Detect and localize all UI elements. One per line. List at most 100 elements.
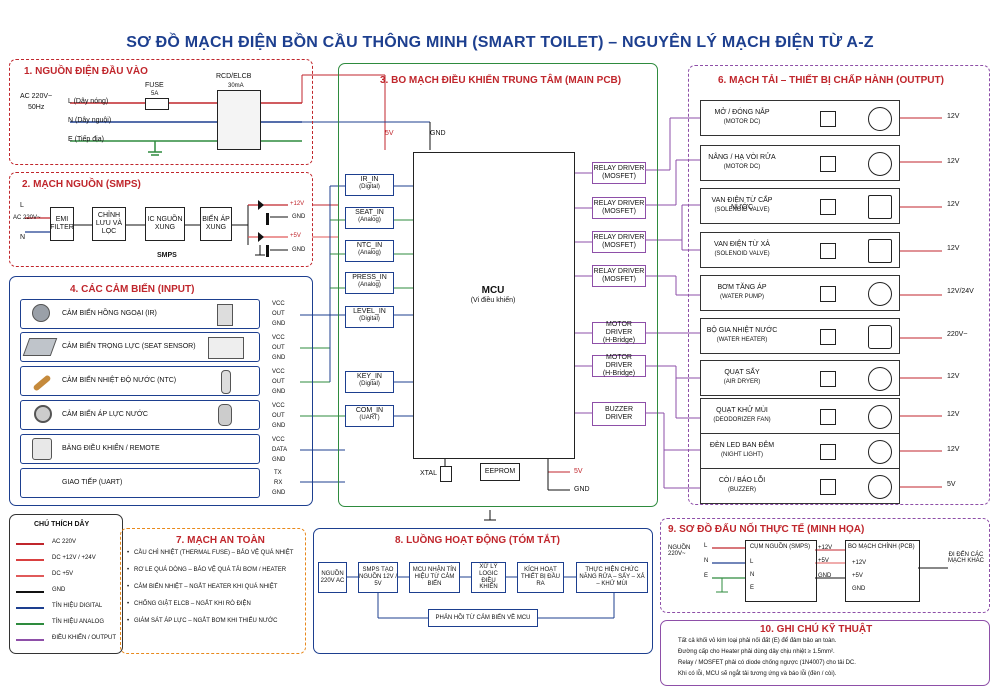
pin-com-in: COM_IN(UART) [345, 405, 394, 427]
output-sub: (MOTOR DC) [723, 164, 761, 170]
output-name: CÒI / BÁO LỖI [718, 477, 766, 484]
output-sub: (WATER PUMP) [720, 294, 764, 300]
safety-item: GIÁM SÁT ÁP LỰC – NGẮT BƠM KHI THIẾU NƯỚ… [134, 618, 278, 624]
legend-swatch [16, 591, 44, 593]
output-voltage: 12V [947, 113, 960, 120]
wiring-pcb-label: BO MẠCH CHÍNH (PCB) [848, 544, 915, 550]
relay-icon [820, 111, 836, 127]
flow-panel [313, 528, 653, 654]
safety-item: RƠ LE QUÁ DÒNG – BẢO VỆ QUÁ TẢI BƠM / HE… [134, 567, 287, 573]
relay-icon [820, 243, 836, 259]
outputs-panel [688, 65, 990, 505]
note-item: Đường cấp cho Heater phải dùng dây chịu … [678, 649, 835, 655]
pcb-title: 3. BO MẠCH ĐIỀU KHIỂN TRUNG TÂM (MAIN PC… [380, 75, 622, 86]
seat-pin-gnd: GND [272, 355, 286, 361]
power-e-label: E (Tiếp địa) [68, 136, 104, 143]
output-voltage: 5V [947, 481, 956, 488]
fan-icon [868, 405, 892, 429]
wiring-title: 9. SƠ ĐỒ ĐẤU NỐI THỰC TẾ (MINH HỌA) [668, 524, 865, 535]
output-voltage: 12V/24V [947, 288, 974, 295]
legend-panel [9, 514, 123, 654]
heater-icon [868, 325, 892, 349]
outputs-title: 6. MẠCH TẢI – THIẾT BỊ CHẤP HÀNH (OUTPUT… [718, 75, 944, 86]
safety-item: CẦU CHÌ NHIỆT (THERMAL FUSE) – BẢO VỆ QU… [134, 550, 294, 556]
output-name: VAN ĐIỆN TỪ XẢ [714, 241, 770, 248]
wiring-smps-e: E [750, 585, 755, 591]
sensor-label-remote: BẢNG ĐIỀU KHIỂN / REMOTE [62, 445, 160, 452]
safety-item: CHỐNG GIẬT ELCB – NGẮT KHI RÒ ĐIỆN [134, 601, 251, 607]
smps-gnd1: GND [292, 214, 306, 220]
legend-label: DC +12V / +24V [52, 555, 96, 561]
legend-label: ĐIỀU KHIỂN / OUTPUT [52, 635, 117, 641]
safety-bullet: • [127, 567, 130, 573]
uart-pin-tx: TX [274, 470, 282, 476]
motor-icon [868, 152, 892, 176]
sensor-row-uart [20, 468, 260, 498]
legend-label: GND [52, 587, 66, 593]
output-voltage: 12V [947, 201, 960, 208]
output-sub: (NIGHT LIGHT) [721, 452, 763, 458]
wiring-smps-gnd: GND [818, 573, 832, 579]
power-n-label: N (Dây nguội) [68, 117, 112, 124]
output-name: ĐÈN LED BAN ĐÊM [709, 442, 775, 449]
legend-swatch [16, 575, 44, 577]
power-ac-label: AC 220V~ [20, 93, 53, 100]
output-voltage: 12V [947, 373, 960, 380]
sensor-label-ir: CẢM BIẾN HỒNG NGOẠI (IR) [62, 310, 157, 317]
safety-bullet: • [127, 618, 130, 624]
wiring-pcb-12v: +12V [852, 560, 867, 566]
relay-icon [820, 479, 836, 495]
smps-ac-label: AC 220V~ [13, 215, 41, 221]
ntc-probe-icon [221, 370, 231, 394]
legend-label: AC 220V [52, 539, 77, 545]
safety-bullet: • [127, 550, 130, 556]
wiring-pcb-5v: +5V [852, 573, 863, 579]
output-voltage: 12V [947, 158, 960, 165]
smps-label: SMPS [157, 252, 177, 259]
output-row [700, 188, 900, 224]
rcd-rating: 30mA [228, 83, 244, 89]
mcu-5v-label: 5V [574, 468, 583, 475]
wiring-e: E [704, 573, 709, 579]
smps-gnd2: GND [292, 247, 306, 253]
relay-driver-1: RELAY DRIVER(MOSFET) [592, 162, 646, 184]
pin-key-in: KEY_IN(Digital) [345, 371, 394, 393]
fan-icon [868, 367, 892, 391]
mcu-chip [413, 152, 575, 459]
xtal-label: XTAL [420, 470, 437, 477]
output-name: VAN ĐIỆN TỪ CẤP NƯỚC [711, 197, 773, 211]
mcu-label: MCU [481, 285, 505, 296]
remote-pin-gnd: GND [272, 457, 286, 463]
output-row [700, 232, 900, 268]
pin-seat-in: SEAT_IN(Analog) [345, 207, 394, 229]
smps-panel [9, 172, 313, 267]
pcb-5v-label: 5V [385, 130, 394, 137]
sensor-label-seat: CẢM BIẾN TRỌNG LỰC (SEAT SENSOR) [62, 343, 196, 350]
pcb-gnd-label: GND [430, 130, 446, 137]
legend-swatch [16, 543, 44, 545]
pin-ntc-in: NTC_IN(Analog) [345, 240, 394, 262]
output-row [700, 398, 900, 434]
legend-swatch [16, 639, 44, 641]
smps-title: 2. MẠCH NGUỒN (SMPS) [22, 179, 141, 190]
legend-label: TÍN HIỆU DIGITAL [52, 603, 103, 609]
pcb-panel [338, 63, 658, 507]
flow-step-4: XỬ LÝ LOGIC ĐIỀU KHIỂN [471, 562, 506, 593]
power-input-title: 1. NGUỒN ĐIỆN ĐẦU VÀO [24, 66, 148, 77]
output-sub: (SOLENOID VALVE) [714, 251, 770, 257]
smps-out5: +5V [290, 233, 301, 239]
remote-pin-vcc: VCC [272, 437, 285, 443]
xtal-icon [440, 466, 452, 482]
note-item: Tất cả khối vỏ kim loại phải nối đất (E)… [678, 638, 837, 644]
legend-label: TÍN HIỆU ANALOG [52, 619, 105, 625]
output-row [700, 100, 900, 136]
eeprom-chip: EEPROM [480, 463, 520, 481]
motor-icon [868, 107, 892, 131]
fuse-label: FUSE [145, 82, 164, 89]
wiring-dest: ĐI ĐẾN CÁC MẠCH KHÁC [948, 552, 985, 564]
relay-driver-3: RELAY DRIVER(MOSFET) [592, 231, 646, 253]
ir-module-icon [217, 304, 233, 326]
relay-icon [820, 286, 836, 302]
valve-icon [868, 195, 892, 219]
